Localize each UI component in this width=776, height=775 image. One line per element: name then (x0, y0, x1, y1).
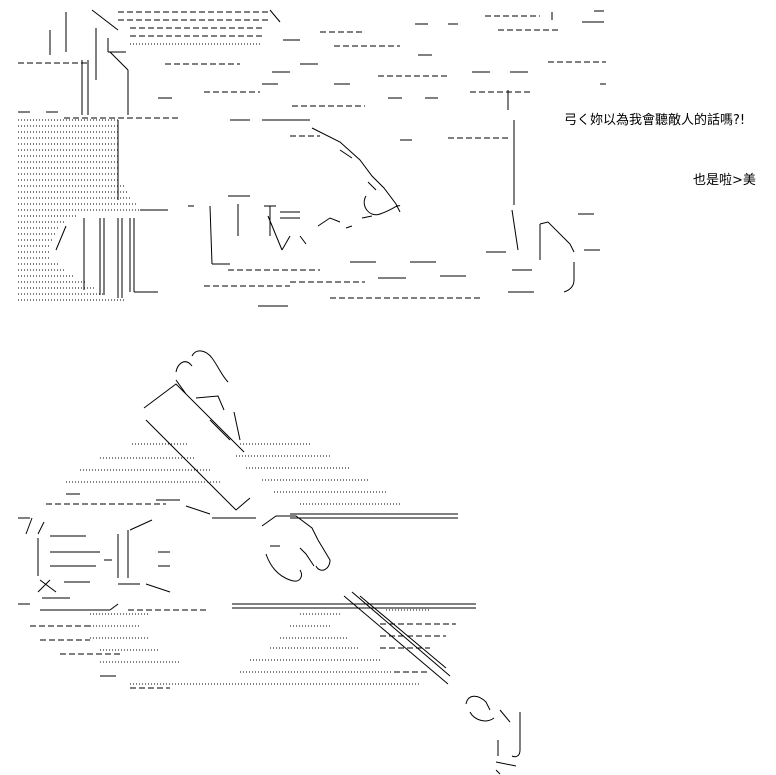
speech-line-1: 弓く妳以為我會聽敵人的話嗎?! (564, 113, 746, 128)
bottom-panel-scene (18, 350, 521, 775)
speech-line-2: 也是啦>美 (693, 173, 756, 188)
top-panel-scene (18, 9, 606, 307)
